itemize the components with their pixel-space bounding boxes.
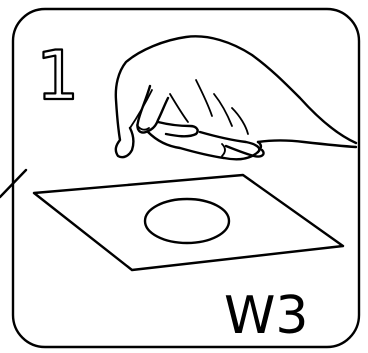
circle-marking xyxy=(145,199,229,243)
index-finger xyxy=(137,86,168,133)
knuckle-crease-2 xyxy=(214,94,232,126)
palm-underside xyxy=(258,141,356,148)
middle-knuckle xyxy=(170,94,188,122)
step-number: 1 xyxy=(36,37,79,116)
product-code: W3 xyxy=(224,286,309,346)
knuckle-crease-1 xyxy=(196,80,212,116)
middle-finger xyxy=(158,122,198,136)
hand-pinching-icon xyxy=(116,36,356,159)
sheet-outline xyxy=(34,175,343,270)
knuckle-crease-3 xyxy=(232,108,248,134)
finger-crease xyxy=(222,144,225,156)
curled-fingers xyxy=(148,132,261,159)
hand-back-outline xyxy=(116,36,356,157)
ring-finger xyxy=(200,132,259,152)
sheet-with-circle-icon xyxy=(34,175,343,270)
